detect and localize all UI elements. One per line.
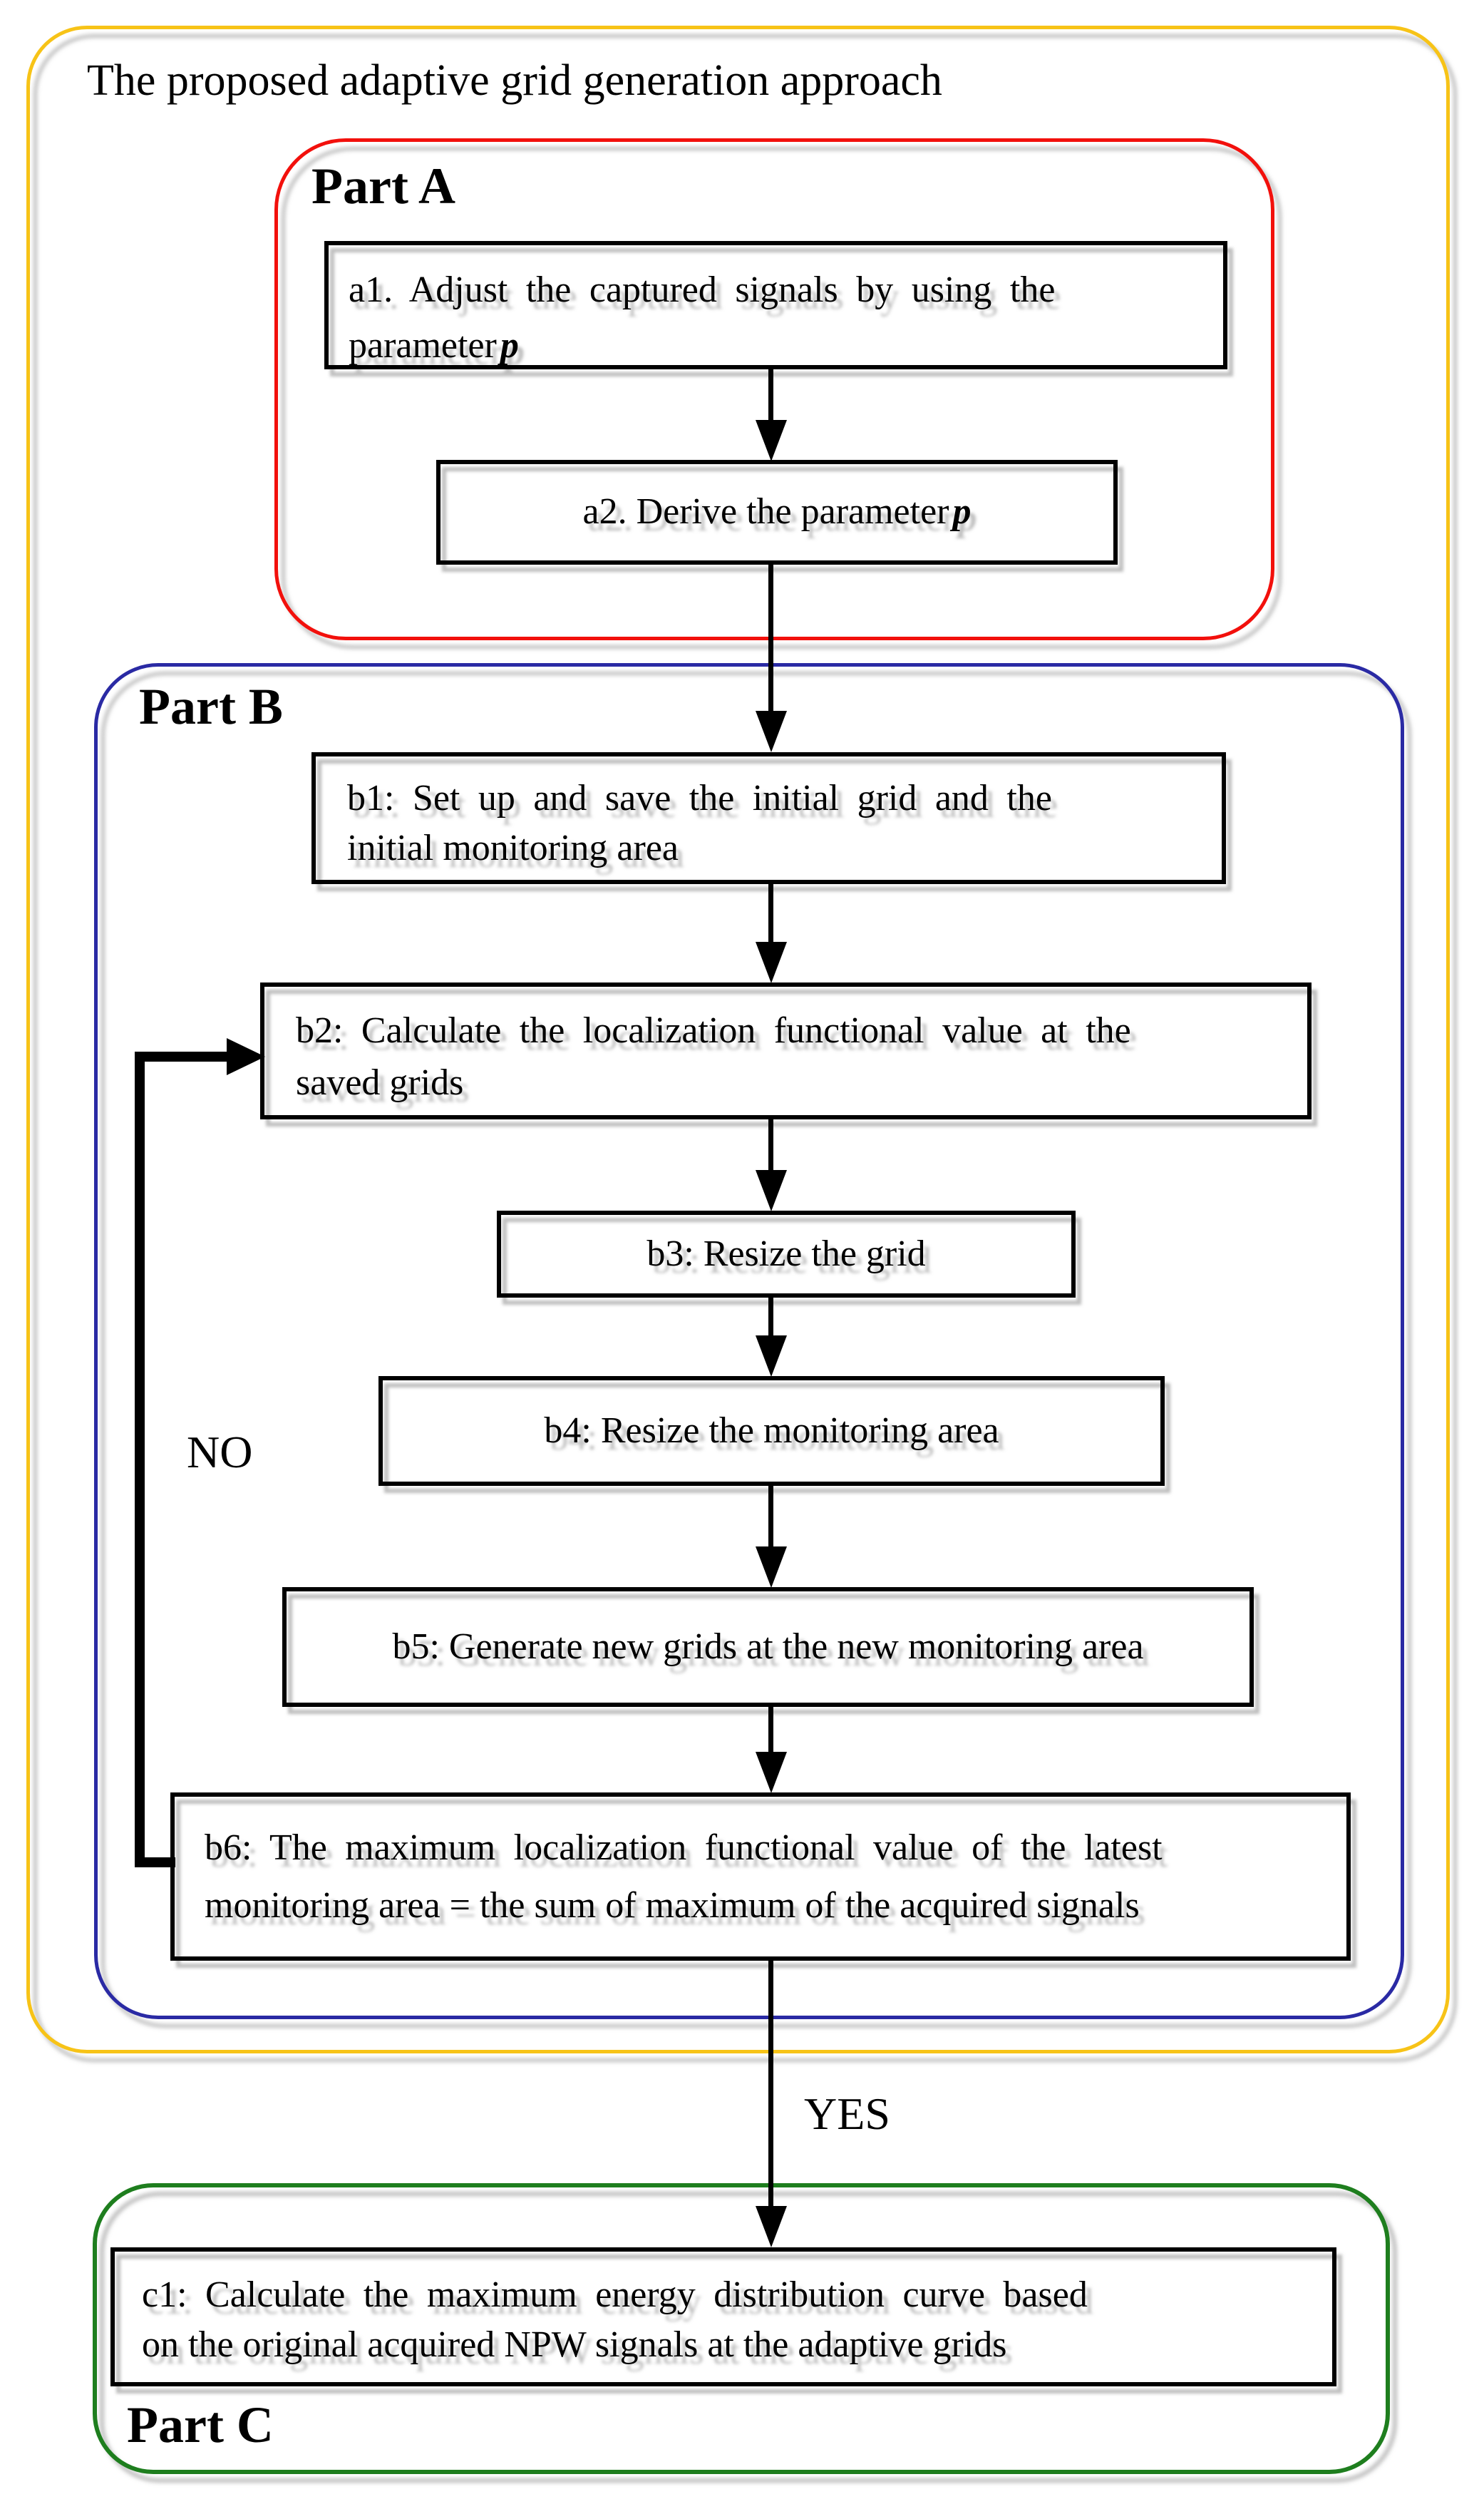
arrowhead-down-icon xyxy=(756,420,787,461)
arrow-a2-b1-shaft xyxy=(768,565,773,717)
part-b-label: Part B xyxy=(139,678,283,735)
node-a1-line1: a1. Adjust the captured signals by using… xyxy=(349,270,1056,310)
node-b4: b4: Resize the monitoring area xyxy=(378,1376,1165,1486)
diagram-title: The proposed adaptive grid generation ap… xyxy=(87,56,942,105)
node-b1: b1: Set up and save the initial grid and… xyxy=(311,752,1226,884)
node-a1-line2-text: parameter xyxy=(349,325,497,366)
arrowhead-down-icon xyxy=(756,1546,787,1588)
arrowhead-down-icon xyxy=(756,1752,787,1793)
arrowhead-right-icon xyxy=(227,1038,265,1075)
node-b5: b5: Generate new grids at the new monito… xyxy=(282,1587,1254,1707)
node-b2: b2: Calculate the localization functiona… xyxy=(260,982,1312,1119)
arrow-a1-a2-shaft xyxy=(768,369,773,426)
node-b2-line2: saved grids xyxy=(296,1062,464,1103)
part-b-frame xyxy=(94,663,1404,2019)
node-c1: c1: Calculate the maximum energy distrib… xyxy=(110,2247,1336,2386)
arrowhead-down-icon xyxy=(756,711,787,752)
arrow-b6-c1-shaft xyxy=(768,1961,773,2212)
arrow-b2-b3-shaft xyxy=(768,1119,773,1176)
arrow-b4-b5-shaft xyxy=(768,1486,773,1553)
node-b1-line2: initial monitoring area xyxy=(347,828,679,869)
node-b6-line1: b6: The maximum localization functional … xyxy=(205,1827,1163,1868)
node-a1: a1. Adjust the captured signals by using… xyxy=(324,241,1227,369)
arrow-b3-b4-shaft xyxy=(768,1298,773,1342)
parameter-p-symbol: p xyxy=(952,491,972,533)
parameter-p-symbol: p xyxy=(500,325,519,366)
arrowhead-down-icon xyxy=(756,942,787,983)
arrow-b5-b6-shaft xyxy=(768,1707,773,1758)
no-branch-label: NO xyxy=(187,1427,253,1477)
no-loop-vertical-line xyxy=(135,1052,145,1867)
node-b2-line1: b2: Calculate the localization functiona… xyxy=(296,1010,1131,1051)
no-loop-top-line xyxy=(135,1052,231,1062)
node-c1-line1: c1: Calculate the maximum energy distrib… xyxy=(142,2274,1088,2315)
part-c-label: Part C xyxy=(127,2396,274,2453)
node-a1-line2: parameterp xyxy=(349,318,1203,374)
outer-yellow-frame xyxy=(26,26,1450,2053)
part-a-label: Part A xyxy=(311,158,455,215)
arrowhead-down-icon xyxy=(756,2206,787,2247)
no-loop-bottom-line xyxy=(135,1857,175,1867)
node-b6-line2: monitoring area = the sum of maximum of … xyxy=(205,1884,1140,1926)
part-c-frame xyxy=(93,2183,1390,2474)
node-b3: b3: Resize the grid xyxy=(497,1211,1076,1298)
arrowhead-down-icon xyxy=(756,1335,787,1377)
node-b6: b6: The maximum localization functional … xyxy=(170,1792,1351,1961)
node-b1-line1: b1: Set up and save the initial grid and… xyxy=(347,778,1052,819)
part-a-frame xyxy=(274,138,1274,640)
arrow-b1-b2-shaft xyxy=(768,884,773,948)
yes-branch-label: YES xyxy=(804,2088,890,2139)
arrowhead-down-icon xyxy=(756,1170,787,1211)
node-a2-text: a2. Derive the parameter xyxy=(582,491,949,533)
node-c1-line2: on the original acquired NPW signals at … xyxy=(142,2324,1007,2366)
